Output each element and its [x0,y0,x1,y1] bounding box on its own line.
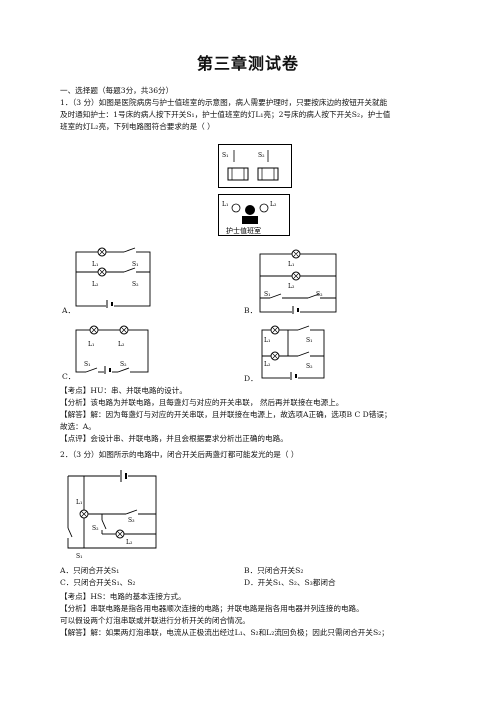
q2-note: 可以假设两个灯泡串联或并联进行分析开关的闭合情况。 [60,616,250,625]
q2-s2-label: S₂ [92,525,99,532]
option-d-circuit: L₁ L₂ S₁ S₂ [261,325,325,382]
option-c-circuit: L₁ L₂ S₁ S₂ [75,325,149,376]
q2-option-a: A．只闭合开关S₁ [60,566,120,575]
c-l2-label: L₂ [118,341,125,348]
option-a-label: A． [62,306,76,315]
option-b-circuit: L₁ L₂ S₁ S₂ [259,249,337,316]
b-s2-label: S₂ [316,291,323,298]
room-label: 护士值班室 [226,226,261,235]
q1-stem-line1: 1．（3 分）如图是医院病房与护士值班室的示意图，病人需要护理时，只要按床边的按… [60,98,388,107]
q1-stem-line2: 及时通知护士：1号床的病人按下开关S₁，护士值班室的灯L₁亮；2号床的病人按下开… [60,110,391,119]
b-s1-label: S₁ [264,291,271,298]
option-d-label: D． [244,374,258,383]
a-s1-label: S₁ [132,261,139,268]
q2-s1-label: S₁ [76,553,83,560]
a-l1-label: L₁ [92,261,98,268]
q1-fenxi: 【分析】该电路为并联电路，且每盏灯与对应的开关串联， 然后再并联接在电源上。 [60,398,344,407]
ward-s2-label: S₂ [258,152,265,159]
room-l2-label: L₂ [270,201,277,208]
b-l2-label: L₂ [288,283,295,290]
option-c-label: C． [62,372,76,381]
d-s2-label: S₂ [306,363,313,370]
q2-stem: 2．（3 分）如图所示的电路中，闭合开关后两盏灯都可能发光的是（ ） [60,450,299,459]
q1-kaodian: 【考点】HU：串、并联电路的设计。 [60,386,187,395]
q1-jieda-line1: 【解答】解：因为每盏灯与对应的开关串联，且并联接在电源上，故选项A正确，选项B … [60,410,392,419]
a-s2-label: S₂ [132,281,139,288]
c-l1-label: L₁ [88,341,94,348]
section-heading: 一、选择题（每题3分，共36分） [60,86,174,95]
q2-option-d: D．开关S₁、S₂、S₃都闭合 [244,578,336,587]
page-title: 第三章测试卷 [196,54,299,73]
option-a-circuit: L₁ S₁ L₂ S₂ [75,247,151,310]
c-s1-label: S₁ [84,361,91,368]
q2-kaodian: 【考点】HS：电路的基本连接方式。 [60,592,186,601]
q2-option-c: C．只闭合开关S₁、S₂ [60,578,136,587]
c-s2-label: S₂ [120,361,127,368]
q2-l2-label: L₂ [126,539,133,546]
q2-l1-label: L₁ [76,499,82,506]
option-b-label: B． [244,306,258,315]
q1-stem-line3: 班室的灯L₂亮，下列电路图符合要求的是（ ） [60,122,215,131]
b-l1-label: L₁ [288,261,294,268]
ward-diagram: S₁ S₂ [218,144,292,188]
d-l1-label: L₁ [264,337,270,344]
room-l1-label: L₁ [222,201,228,208]
q1-jieda-line2: 故选：A。 [60,422,96,431]
ward-s1-label: S₁ [222,152,229,159]
nurse-room-diagram: L₁ L₂ 护士值班室 [218,194,290,236]
q1-dianping: 【点评】会设计串、并联电路，并且会根据要求分析出正确的电路。 [60,434,288,443]
d-s1-label: S₁ [306,337,313,344]
q2-s3-label: S₃ [128,517,135,524]
q2-jieda: 【解答】解：如果两灯泡串联，电流从正极流出经过L₁、S₂和L₂流回负极；因此只需… [60,628,389,637]
q2-fenxi: 【分析】串联电路是指各用电器顺次连接的电路；并联电路是指各用电器并列连接的电路。 [60,604,364,613]
q2-circuit: L₁ L₂ S₃ S₂ S₁ [64,470,157,560]
d-l2-label: L₂ [264,361,271,368]
q2-option-b: B．只闭合开关S₂ [244,566,304,575]
a-l2-label: L₂ [92,281,99,288]
